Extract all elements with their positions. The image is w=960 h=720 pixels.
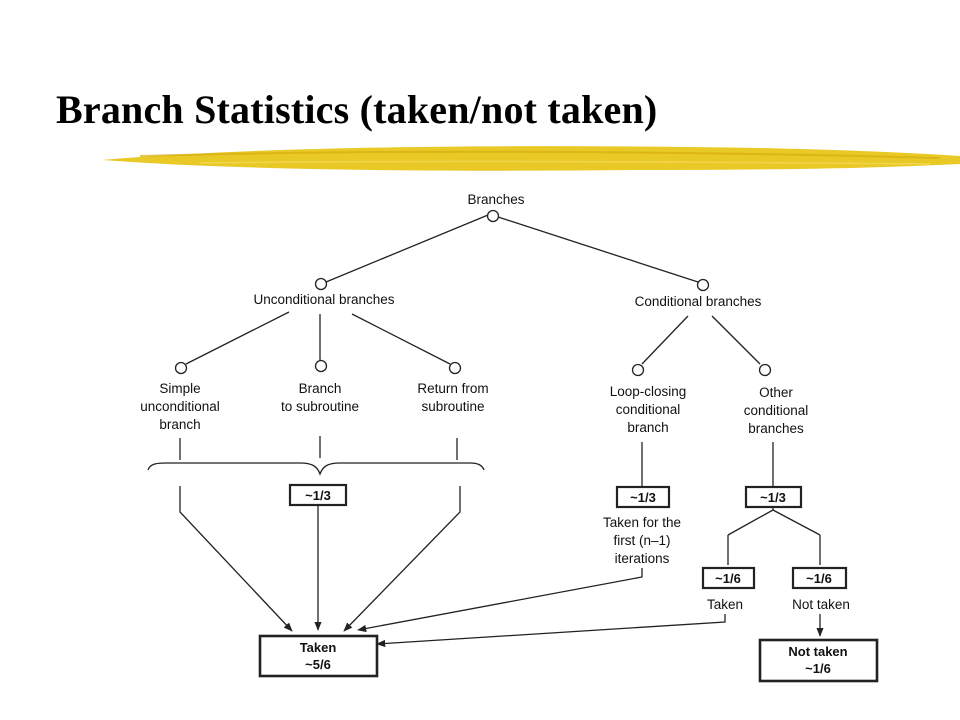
loop-note-2: first (n–1) [613, 533, 670, 548]
label-taken: Taken [707, 597, 743, 612]
total-not-taken-value: ~1/6 [805, 661, 831, 676]
title-underline-brush [102, 146, 960, 171]
fraction-unconditional: ~1/3 [305, 488, 331, 503]
node-loop [631, 363, 645, 377]
node-simple [174, 361, 188, 375]
label-subroutine-1: Branch [299, 381, 342, 396]
label-conditional: Conditional branches [635, 294, 762, 309]
node-other [758, 363, 772, 377]
label-loop-3: branch [627, 420, 668, 435]
arrow-loop-to-taken [357, 568, 643, 633]
label-simple-1: Simple [159, 381, 200, 396]
total-taken-value: ~5/6 [305, 657, 331, 672]
node-return [448, 361, 462, 375]
edge-root-uncond [325, 214, 489, 283]
fraction-box-loop [615, 485, 671, 509]
label-loop-2: conditional [616, 402, 681, 417]
loop-note-1: Taken for the [603, 515, 681, 530]
edge-cond-other [711, 315, 761, 365]
node-conditional [696, 278, 710, 292]
edge-uncond-return [351, 313, 451, 365]
total-not-taken-label: Not taken [788, 644, 847, 659]
label-return-2: subroutine [421, 399, 484, 414]
arrow-simple-to-taken [179, 486, 293, 632]
fraction-box-other-taken [701, 566, 756, 590]
fraction-other: ~1/3 [760, 490, 786, 505]
node-root [486, 209, 500, 223]
label-branches: Branches [467, 192, 524, 207]
edge-cond-loop [641, 315, 689, 365]
total-not-taken-box [758, 638, 879, 683]
slide-title: Branch Statistics (taken/not taken) [56, 87, 658, 132]
edge-uncond-simple [185, 311, 290, 365]
unconditional-brace [147, 436, 485, 476]
loop-note-3: iterations [615, 551, 670, 566]
total-taken-label: Taken [300, 640, 337, 655]
label-subroutine-2: to subroutine [281, 399, 359, 414]
arrow-return-to-taken [343, 486, 461, 632]
label-other-2: conditional [744, 403, 809, 418]
total-taken-box [258, 634, 379, 678]
fraction-loop: ~1/3 [630, 490, 656, 505]
label-not-taken: Not taken [792, 597, 850, 612]
label-simple-2: unconditional [140, 399, 220, 414]
label-other-3: branches [748, 421, 804, 436]
arrow-other-taken-to-taken [376, 614, 726, 648]
label-simple-3: branch [159, 417, 200, 432]
fraction-other-not-taken: ~1/6 [806, 571, 832, 586]
label-unconditional: Unconditional branches [253, 292, 394, 307]
label-return-1: Return from [417, 381, 488, 396]
fraction-other-taken: ~1/6 [715, 571, 741, 586]
fraction-box-other-not-taken [791, 566, 848, 590]
other-split-edges [727, 507, 821, 565]
edge-root-cond [491, 214, 699, 283]
node-unconditional [314, 277, 328, 291]
label-loop-1: Loop-closing [610, 384, 687, 399]
label-other-1: Other [759, 385, 793, 400]
node-subroutine [314, 359, 328, 373]
